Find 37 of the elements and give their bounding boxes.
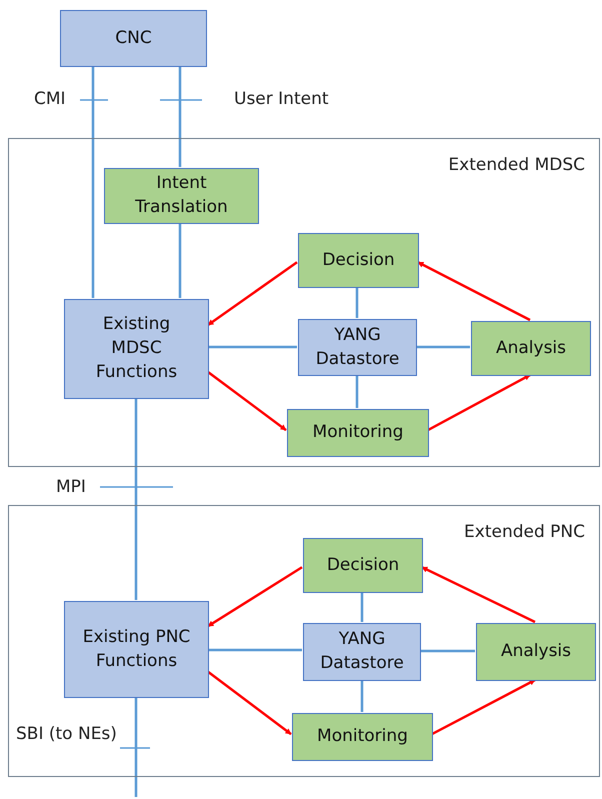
connector-line [420,650,475,652]
arrow [207,261,298,326]
connector-line [208,346,297,348]
connector-line [360,592,364,622]
connector-line [208,648,302,652]
arrow [421,566,536,624]
arrow [207,670,292,736]
process-box: Decision [303,538,423,593]
arrow [207,371,287,432]
function-box: YANG Datastore [303,623,421,681]
connector-line [356,375,358,408]
process-box: Decision [298,233,419,288]
function-box: CNC [60,10,207,67]
connector-line [416,346,470,348]
connector-line [360,680,364,712]
process-box: Analysis [471,321,591,376]
group-frame [8,138,600,467]
connector-line [178,67,182,167]
process-box: Monitoring [292,713,433,761]
connector-line [134,398,138,600]
arrow [207,566,303,628]
connector-line [134,697,138,797]
arrow [427,374,531,432]
function-box: YANG Datastore [298,319,417,376]
process-box: Monitoring [287,409,429,457]
arrow [431,678,536,736]
arrow [417,261,531,322]
function-box: Existing MDSC Functions [64,299,209,399]
connector-line [356,287,358,318]
function-box: Existing PNC Functions [64,601,209,698]
process-box: Intent Translation [104,168,259,224]
process-box: Analysis [476,623,596,681]
group-title: Extended MDSC [448,154,585,177]
group-frame [8,505,600,777]
connector-line [92,67,94,298]
connector-line [178,223,182,298]
group-title: Extended PNC [464,521,585,544]
